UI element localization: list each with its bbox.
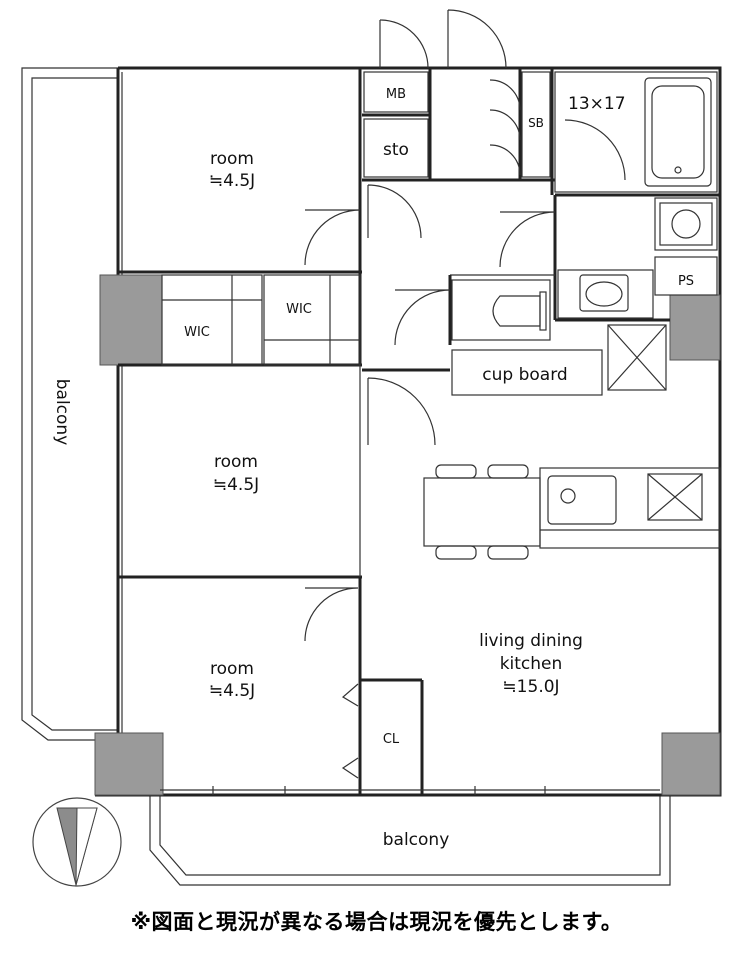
- room-top-name: room: [210, 149, 254, 169]
- disclaimer-note: ※図面と現況が異なる場合は現況を優先とします。: [130, 910, 623, 934]
- room-top-size: ≒4.5J: [209, 171, 255, 191]
- column: [661, 732, 721, 796]
- room-middle-size: ≒4.5J: [213, 475, 259, 495]
- kitchen-counter: [539, 467, 721, 549]
- room-bottom-name: room: [210, 659, 254, 679]
- sto-box: [363, 118, 429, 178]
- dining-table: [423, 464, 541, 560]
- bathroom: [554, 71, 718, 193]
- room-bottom-size: ≒4.5J: [209, 681, 255, 701]
- interior-walls: [118, 68, 720, 795]
- ps-box: [654, 256, 718, 296]
- cupboard-label: cup board: [482, 365, 567, 385]
- ps-label: PS: [678, 274, 694, 289]
- wic-right-label: WIC: [286, 302, 312, 317]
- toilet-icon: [451, 279, 551, 341]
- room-middle-name: room: [214, 452, 258, 472]
- windows: [160, 786, 660, 795]
- outer-walls: [95, 66, 722, 797]
- compass-icon: [32, 797, 122, 887]
- ldk-name-line2: kitchen: [500, 654, 563, 674]
- balcony-left: [21, 67, 118, 741]
- sb-box: [521, 71, 551, 178]
- doors: [304, 9, 626, 779]
- column: [669, 294, 721, 361]
- floor-plan: room ≒4.5J room ≒4.5J room ≒4.5J living …: [21, 9, 722, 887]
- mb-box: [363, 71, 429, 113]
- washing-machine-icon: [654, 197, 718, 251]
- mb-label: MB: [386, 87, 406, 102]
- balcony-bottom: [149, 795, 671, 886]
- balcony-bottom-label: balcony: [383, 830, 450, 850]
- balcony-left-label: balcony: [52, 379, 72, 446]
- ldk-size: ≒15.0J: [502, 677, 559, 697]
- ldk-name-line1: living dining: [479, 631, 583, 651]
- column: [94, 732, 164, 796]
- wic-left-storage: [161, 274, 263, 366]
- bath-size-label: 13×17: [568, 94, 626, 114]
- sb-label: SB: [528, 116, 544, 130]
- fridge-space: [607, 324, 667, 391]
- wic-right-storage: [263, 274, 361, 366]
- column: [99, 274, 163, 366]
- wash-basin-icon: [557, 269, 654, 319]
- wic-left-label: WIC: [184, 325, 210, 340]
- cupboard-box: [451, 349, 603, 396]
- cl-label: CL: [383, 732, 400, 747]
- sto-label: sto: [383, 140, 409, 160]
